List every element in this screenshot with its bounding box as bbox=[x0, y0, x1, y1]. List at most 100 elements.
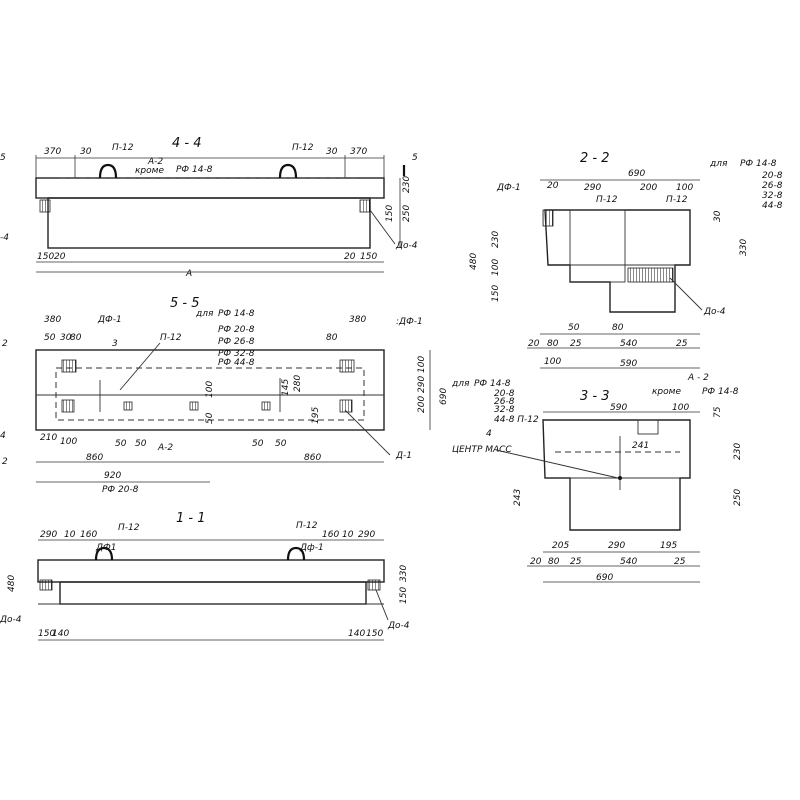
reinforcement-label-a2: А-2 bbox=[147, 157, 163, 167]
dim-20-3-3: 20 bbox=[530, 557, 542, 567]
embedded-plate-right bbox=[359, 199, 371, 213]
dim-200: 200 bbox=[640, 183, 657, 193]
rf-44-8: РФ 44-8 bbox=[218, 358, 255, 368]
anchor-do4-2-2: Дo-4 bbox=[703, 307, 726, 317]
dim-370-left: 370 bbox=[44, 147, 61, 157]
loop-label-p12: П-12 bbox=[160, 333, 182, 343]
rf-20-8: РФ 20-8 bbox=[218, 325, 255, 335]
dim-690: 690 bbox=[439, 388, 449, 405]
rf-14-8: РФ 14-8 bbox=[218, 309, 255, 319]
dim-380-right: 380 bbox=[349, 315, 366, 325]
dim-690-3-3: 690 bbox=[596, 573, 613, 583]
dim-100: 100 bbox=[417, 356, 427, 373]
beam-body-1-1 bbox=[59, 581, 367, 605]
rf-26-8: РФ 26-8 bbox=[218, 337, 255, 347]
dim-150-bl: 150 bbox=[38, 629, 55, 639]
dim-200: 200 bbox=[417, 396, 427, 413]
loop-label-left: П-12 bbox=[112, 143, 134, 153]
cut-mark-4: 4 bbox=[486, 429, 492, 439]
dim-80: 80 bbox=[70, 333, 82, 343]
dim-30-right: 30 bbox=[326, 147, 338, 157]
dim-150-left: 150 bbox=[37, 252, 54, 262]
dim-160-right: 160 bbox=[322, 530, 339, 540]
dim-20: 20 bbox=[547, 181, 559, 191]
reinforcement-a2: А-2 bbox=[157, 443, 173, 453]
section-2-2: 2 - 2 ДФ-1 690 20 290 200 100 П-12 П-12 … bbox=[469, 151, 783, 369]
anchor-do4-left: Дo-4 bbox=[0, 615, 22, 625]
dim-50: 50 bbox=[44, 333, 56, 343]
dim-30-2-2: 30 bbox=[713, 210, 723, 222]
beam-body-4-4 bbox=[47, 197, 371, 249]
dim-290-3-3: 290 bbox=[608, 541, 625, 551]
dim-100c-2-2: 100 bbox=[544, 357, 561, 367]
dim-280-vert: 280 bbox=[293, 375, 303, 392]
dim-80-2-2: 80 bbox=[612, 323, 624, 333]
dim-150-2-2: 150 bbox=[491, 285, 501, 302]
dim-100-bottom: 100 bbox=[60, 437, 77, 447]
dim-590-2-2: 590 bbox=[620, 359, 637, 369]
dim-140-br: 140 bbox=[348, 629, 365, 639]
dim-330-2-2: 330 bbox=[739, 239, 749, 256]
dim-540-2-2: 540 bbox=[620, 339, 637, 349]
rf-20-8-2-2: 20-8 bbox=[762, 171, 783, 181]
for-label-3-3: для bbox=[451, 379, 470, 389]
dim-150-br: 150 bbox=[366, 629, 383, 639]
loop-p12-left: П-12 bbox=[118, 523, 140, 533]
plate-df1: ДФ-1 bbox=[496, 183, 521, 193]
loop-p12-b: П-12 bbox=[666, 195, 688, 205]
dim-20-left: 20 bbox=[54, 252, 66, 262]
embedded-plate-left bbox=[39, 199, 51, 213]
part-d1: Д-1 bbox=[395, 451, 412, 461]
section-3-3-outline bbox=[542, 419, 691, 531]
left-edge-marks: 5 -4 4 2 bbox=[0, 153, 9, 467]
label-rf-20-8: РФ 20-8 bbox=[102, 485, 139, 495]
dim-150-right: 150 bbox=[360, 252, 377, 262]
dim-230-3-3: 230 bbox=[733, 443, 743, 460]
plan-outline bbox=[35, 349, 385, 431]
dim-75-3-3: 75 bbox=[713, 406, 723, 418]
anchor-do4-right: Дo-4 bbox=[387, 621, 410, 631]
plate-df1-right: Дф-1 bbox=[299, 543, 324, 553]
dim-10: 10 bbox=[64, 530, 76, 540]
lifting-loop-left bbox=[98, 163, 118, 179]
dim-860-right: 860 bbox=[304, 453, 321, 463]
anchor-label-do4: Дo-4 bbox=[395, 241, 418, 251]
dim-50-vert: 50 bbox=[205, 412, 215, 424]
section-2-2-outline bbox=[544, 209, 691, 313]
a2-3-3: А - 2 bbox=[687, 373, 709, 383]
dim-195-vert: 195 bbox=[311, 407, 321, 424]
dim-205: 205 bbox=[552, 541, 569, 551]
dim-590-3-3: 590 bbox=[610, 403, 627, 413]
dim-480: 480 bbox=[7, 575, 17, 592]
rf-44-8-2-2: 44-8 bbox=[762, 201, 783, 211]
dim-50-2-2: 50 bbox=[568, 323, 580, 333]
dim-290: 290 bbox=[417, 376, 427, 393]
dim-860-left: 860 bbox=[86, 453, 103, 463]
rf-20-8-3-3: 20-8 bbox=[494, 389, 515, 399]
dim-80-3-3: 80 bbox=[548, 557, 560, 567]
dim-100-2-2: 100 bbox=[491, 259, 501, 276]
for-label: для bbox=[195, 309, 214, 319]
dim-370-right: 370 bbox=[350, 147, 367, 157]
rf-26-8-3-3: 26-8 bbox=[494, 397, 515, 407]
center-mass-label: ЦЕНТР МАСС bbox=[452, 445, 512, 455]
edge-anchor: -4 bbox=[0, 233, 9, 243]
section-3-3-title: 3 - 3 bbox=[580, 389, 610, 404]
rf-32-8-3-3: 32-8 bbox=[494, 405, 515, 415]
rf-14-8-3-3: РФ 14-8 bbox=[474, 379, 511, 389]
dim-690: 690 bbox=[628, 169, 645, 179]
plate-df1-left: ДФ1 bbox=[95, 543, 117, 553]
dim-195-3-3: 195 bbox=[660, 541, 677, 551]
dim-241: 241 bbox=[632, 441, 649, 451]
loop-p12-a: П-12 bbox=[596, 195, 618, 205]
dim-100-vert: 100 bbox=[205, 381, 215, 398]
rf-44-8-p12-3-3: 44-8 П-12 bbox=[494, 415, 539, 425]
rf-32-8-2-2: 32-8 bbox=[762, 191, 783, 201]
dim-50-a: 50 bbox=[115, 439, 127, 449]
dim-80b-2-2: 80 bbox=[547, 339, 559, 349]
dim-145-vert: 145 bbox=[281, 379, 291, 396]
edge-cut-4: 4 bbox=[0, 431, 6, 441]
dim-540-3-3: 540 bbox=[620, 557, 637, 567]
dim-100: 100 bbox=[676, 183, 693, 193]
section-5-5-title: 5 - 5 bbox=[170, 296, 200, 311]
